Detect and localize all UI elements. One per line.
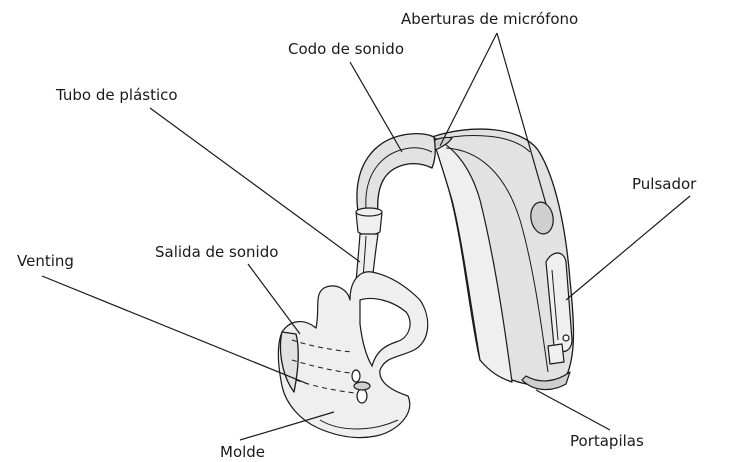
microphone-opening (530, 201, 554, 235)
leader-microphone-2 (496, 32, 547, 205)
leader-sound-elbow (349, 61, 403, 153)
label-mold: Molde (220, 443, 265, 461)
leader-sound-outlet (247, 263, 301, 335)
leader-plastic-tube (149, 107, 361, 263)
label-battery-holder: Portapilas (570, 432, 644, 450)
leader-lines (41, 32, 691, 441)
label-sound-elbow: Codo de sonido (288, 40, 404, 58)
leader-microphone-1 (439, 32, 498, 147)
label-sound-outlet: Salida de sonido (155, 243, 278, 261)
leader-mold (239, 411, 335, 441)
hearing-aid-body (424, 128, 575, 391)
label-venting: Venting (17, 252, 74, 270)
push-button (545, 252, 573, 353)
sound-elbow (355, 132, 436, 236)
ear-mold (277, 271, 429, 439)
label-microphone-openings: Aberturas de micrófono (401, 10, 578, 28)
leader-push-button (565, 195, 691, 301)
leader-battery-holder (535, 389, 611, 431)
leader-venting (41, 275, 309, 385)
label-push-button: Pulsador (632, 175, 697, 193)
label-plastic-tube: Tubo de plástico (55, 86, 178, 104)
battery-holder (521, 334, 571, 391)
